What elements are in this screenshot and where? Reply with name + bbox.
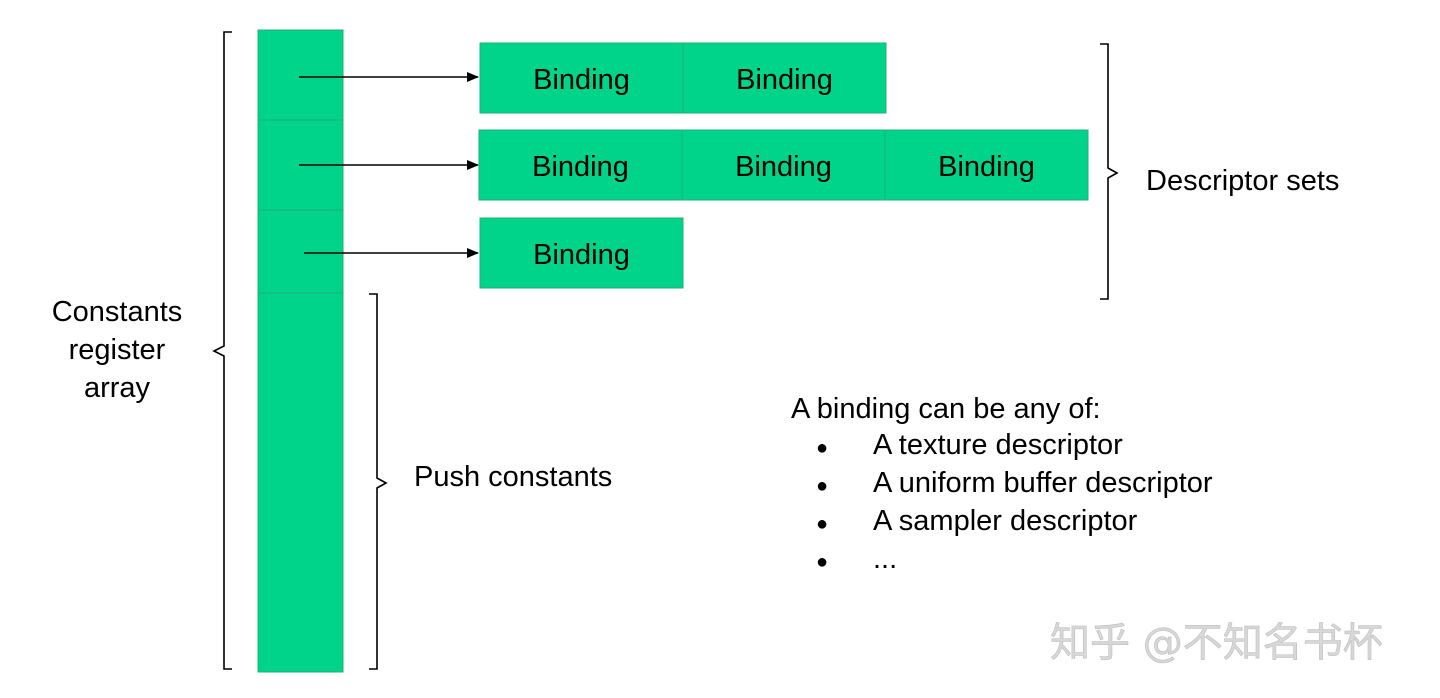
binding-label: Binding — [533, 239, 630, 271]
binding-box — [681, 129, 886, 201]
note-item-sampler: A sampler descriptor — [873, 505, 1138, 537]
arrows — [299, 72, 479, 258]
binding-label: Binding — [736, 64, 833, 96]
note-item-ellipsis: ... — [873, 543, 897, 575]
binding-label: Binding — [532, 151, 629, 183]
bullet-glyph: ● — [816, 551, 828, 573]
register-slot-1 — [257, 29, 344, 121]
descriptor-sets-label: Descriptor sets — [1146, 165, 1339, 197]
binding-label: Binding — [938, 151, 1035, 183]
binding-box — [884, 129, 1089, 201]
binding-box — [479, 217, 684, 289]
label-line-3: array — [84, 372, 151, 404]
label-line-2: register — [69, 334, 166, 366]
binding-box — [478, 129, 683, 201]
descriptor-set-1: Binding Binding — [479, 42, 887, 114]
binding-types-note: A binding can be any of: ● A texture des… — [791, 393, 1213, 575]
note-item-texture: A texture descriptor — [873, 429, 1123, 461]
binding-box — [682, 42, 887, 114]
register-array-brace — [212, 31, 232, 670]
push-constants-label: Push constants — [414, 461, 612, 493]
watermark: 知乎 @不知名书杯 — [1050, 620, 1383, 666]
push-constants-region — [257, 292, 344, 673]
binding-box — [479, 42, 684, 114]
note-heading: A binding can be any of: — [791, 393, 1101, 425]
register-slot-3 — [257, 209, 344, 294]
bullet-glyph: ● — [816, 513, 828, 535]
descriptor-set-3: Binding — [479, 217, 684, 289]
push-constants-brace — [369, 293, 388, 670]
bullet-glyph: ● — [816, 475, 828, 497]
note-item-uniform-buffer: A uniform buffer descriptor — [873, 467, 1213, 499]
descriptor-sets-brace — [1100, 43, 1119, 300]
binding-label: Binding — [735, 151, 832, 183]
constants-register-array-label: Constants register array — [52, 296, 183, 404]
descriptor-set-2: Binding Binding Binding — [478, 129, 1089, 201]
label-line-1: Constants — [52, 296, 183, 328]
constants-register-array — [257, 29, 344, 673]
bullet-glyph: ● — [816, 437, 828, 459]
binding-label: Binding — [533, 64, 630, 96]
